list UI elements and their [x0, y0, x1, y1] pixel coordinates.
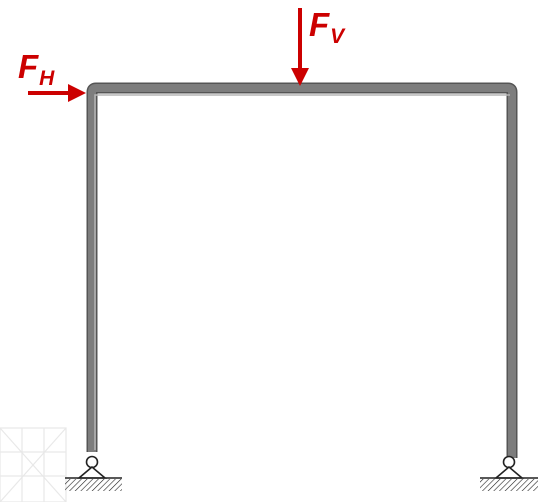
right-support-triangle-icon — [493, 465, 525, 479]
frame-body — [88, 84, 516, 458]
left-support-triangle-icon — [76, 465, 108, 479]
horizontal-force: FH — [18, 48, 86, 102]
left-ground-hatch-icon — [65, 479, 122, 491]
right-ground-hatch-icon — [480, 479, 538, 491]
frame-outline — [86, 82, 518, 458]
vertical-force: FV — [291, 6, 346, 86]
right-pin-icon — [502, 455, 516, 469]
vertical-force-symbol: F — [309, 6, 330, 43]
horizontal-force-symbol: F — [18, 48, 39, 85]
horizontal-force-arrowhead-icon — [68, 84, 86, 102]
svg-text:FH: FH — [18, 48, 55, 90]
right-pinned-support — [480, 455, 538, 491]
frame-highlight — [94, 94, 510, 450]
vertical-force-subscript: V — [330, 25, 346, 48]
left-pin-icon — [85, 455, 99, 469]
portal-frame — [86, 82, 518, 458]
left-pinned-support — [65, 455, 122, 491]
grid-watermark-icon — [0, 427, 67, 502]
svg-text:FV: FV — [309, 6, 346, 48]
horizontal-force-subscript: H — [39, 67, 55, 90]
vertical-force-arrowhead-icon — [291, 68, 309, 86]
